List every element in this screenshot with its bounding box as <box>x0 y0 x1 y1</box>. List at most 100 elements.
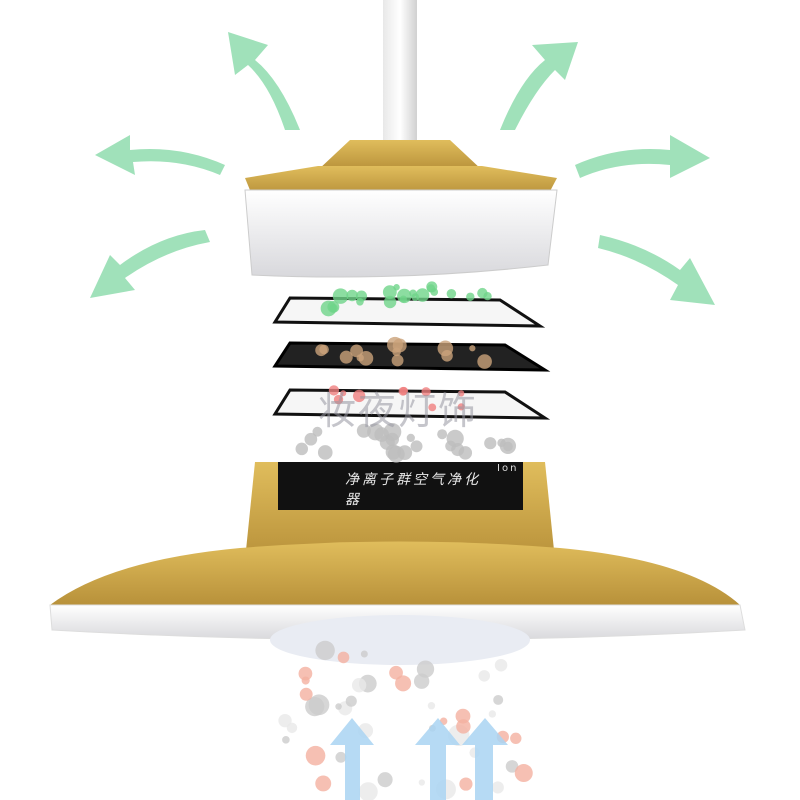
pollutant-particle <box>340 390 347 397</box>
incoming-particle <box>337 651 350 664</box>
clean-air-particle <box>329 303 338 313</box>
smoke-particle <box>451 443 465 457</box>
incoming-particle <box>456 719 471 734</box>
incoming-particle <box>315 640 335 661</box>
arrows-group <box>90 32 715 800</box>
incoming-particle <box>299 687 313 701</box>
airflow-arrow-icon <box>598 235 715 305</box>
smoke-particle <box>317 445 333 460</box>
clean-air-particle <box>477 287 488 299</box>
pollutant-particle <box>333 394 344 405</box>
clean-air-particle <box>426 284 436 293</box>
incoming-particle <box>305 745 326 766</box>
smoke-particle <box>410 440 423 453</box>
dust-particle <box>477 354 492 369</box>
clean-air-particle <box>346 289 358 302</box>
pollutant-particle <box>352 389 366 403</box>
incoming-particle <box>358 782 378 800</box>
particles-group <box>278 281 533 800</box>
base-unit <box>49 462 746 665</box>
airflow-arrow-icon <box>575 135 710 178</box>
incoming-particle <box>478 670 491 682</box>
incoming-particle <box>377 772 393 788</box>
hanging-pole <box>383 0 417 150</box>
incoming-particle <box>418 779 425 786</box>
smoke-particle <box>312 426 323 437</box>
pollutant-particle <box>328 385 340 396</box>
airflow-arrow-icon <box>95 135 225 175</box>
incoming-particle <box>282 736 290 744</box>
smoke-particle <box>503 441 513 452</box>
incoming-particle <box>510 732 522 745</box>
pollutant-particle <box>398 386 408 396</box>
dust-particle <box>358 351 374 366</box>
carbon-filter-layer <box>272 341 551 372</box>
incoming-particle <box>315 775 332 792</box>
smoke-particle <box>484 437 497 450</box>
airflow-arrow-icon <box>90 230 210 298</box>
clean-air-particle <box>356 298 364 306</box>
clean-air-particle <box>415 288 430 302</box>
incoming-particle <box>360 650 368 658</box>
airflow-arrow-icon <box>228 32 300 130</box>
incoming-particle <box>505 760 519 773</box>
incoming-particle <box>488 710 497 718</box>
dust-particle <box>350 344 364 358</box>
top-cap <box>244 140 558 278</box>
smoke-particle <box>437 429 448 440</box>
dust-particle <box>315 344 328 357</box>
incoming-particle <box>455 708 471 724</box>
incoming-particle <box>395 675 412 692</box>
incoming-particle <box>514 764 533 783</box>
incoming-particle <box>301 676 310 685</box>
incoming-particle <box>493 694 504 705</box>
control-panel <box>278 462 523 510</box>
smoke-particle <box>497 438 506 448</box>
clean-air-particle <box>382 285 397 300</box>
hepa-filter-layer <box>272 296 546 328</box>
smoke-particle <box>406 433 415 442</box>
incoming-particle <box>389 665 403 680</box>
panel-label: 净离子群空气净化器 <box>345 472 481 508</box>
incoming-particle <box>494 658 508 672</box>
smoke-particle <box>304 432 318 446</box>
incoming-particle <box>298 666 313 681</box>
airflow-arrow-icon <box>500 42 578 130</box>
clean-air-particle <box>393 284 400 291</box>
dust-particle <box>392 338 407 353</box>
pollutant-particle <box>421 387 431 397</box>
incoming-particle <box>351 678 367 693</box>
clean-air-particle <box>466 292 475 301</box>
ion-label: Ion <box>497 463 519 474</box>
smoke-particle <box>295 442 309 456</box>
smoke-particle <box>385 444 401 460</box>
smoke-particle <box>374 427 389 442</box>
airflow-up-arrow-icon <box>330 718 374 800</box>
prefilter-layer <box>272 388 551 420</box>
smoke-particle <box>356 423 371 438</box>
incoming-particle <box>345 695 357 707</box>
dust-particle <box>339 350 353 364</box>
pollutant-particle <box>458 390 465 397</box>
clean-air-particle <box>383 295 397 309</box>
incoming-particle <box>413 673 430 689</box>
incoming-particle <box>308 694 330 716</box>
pollutant-particle <box>457 403 465 411</box>
incoming-particle <box>491 781 504 794</box>
dust-particle <box>437 340 454 357</box>
clean-air-particle <box>397 288 412 304</box>
airflow-up-arrow-icon <box>415 718 460 800</box>
incoming-particle <box>335 751 347 763</box>
dust-particle <box>391 354 404 367</box>
clean-air-particle <box>446 289 457 299</box>
incoming-particle <box>278 713 292 728</box>
airflow-up-arrow-icon <box>462 718 508 800</box>
watermark: 妆夜灯饰 <box>318 389 479 433</box>
incoming-particle <box>416 660 435 678</box>
clean-air-particle <box>332 288 349 304</box>
incoming-particle <box>427 702 436 710</box>
pollutant-particle <box>428 403 437 412</box>
incoming-particle <box>459 777 473 791</box>
